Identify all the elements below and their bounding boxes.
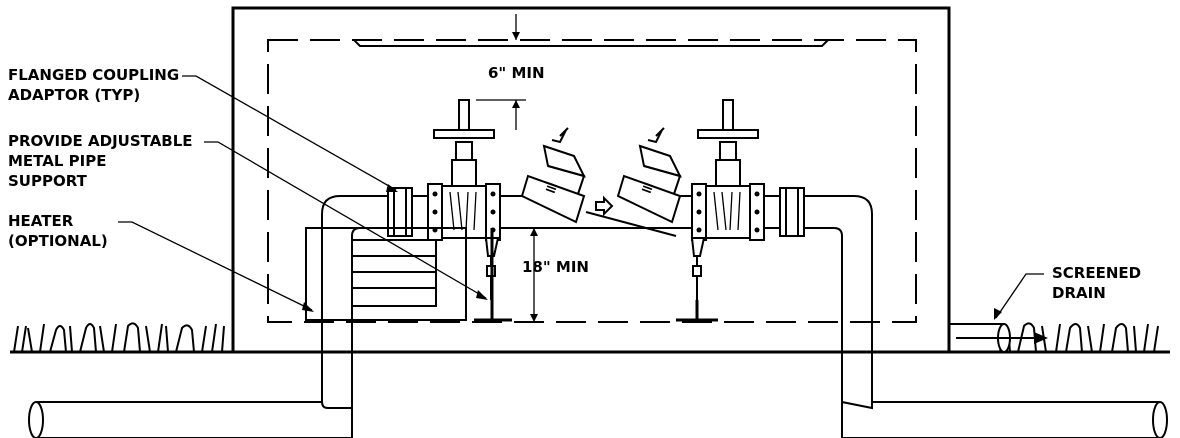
left-riser-below-grade	[321, 345, 353, 409]
label-drain-line2: DRAIN	[1052, 284, 1106, 302]
left-elbow-outer	[321, 195, 520, 352]
dimension-top	[476, 14, 526, 130]
leader-support	[204, 141, 487, 299]
svg-text:≡: ≡	[639, 177, 657, 198]
label-drain-line1: SCREENED	[1052, 264, 1141, 282]
label-heater-line1: HEATER	[8, 212, 74, 230]
pipe-support-right	[676, 300, 718, 322]
check-valve-left: ≡	[520, 127, 586, 224]
enclosure-lid-recess	[353, 39, 829, 47]
right-supply-pipe	[841, 401, 1160, 438]
label-support-line2: METAL PIPE	[8, 152, 106, 170]
dimension-bottom	[506, 227, 546, 322]
label-support-line1: PROVIDE ADJUSTABLE	[8, 132, 193, 150]
left-pipe-break	[28, 401, 44, 438]
gate-valve-left	[433, 99, 495, 239]
svg-text:≡: ≡	[543, 177, 561, 198]
heater	[305, 227, 467, 321]
leader-heater	[118, 221, 313, 311]
label-coupling-line2: ADAPTOR (TYP)	[8, 86, 140, 104]
right-elbow-outer	[690, 195, 873, 352]
drain-arrow	[1034, 332, 1048, 344]
buried-pipes	[28, 345, 1168, 438]
leaders	[118, 75, 1044, 320]
label-support-line3: SUPPORT	[8, 172, 88, 190]
enclosure-inner-outline	[267, 39, 917, 323]
screened-drain	[949, 323, 1048, 353]
leader-coupling	[182, 75, 397, 191]
left-supply-pipe	[36, 401, 352, 438]
pipe-support-left	[474, 228, 512, 322]
label-coupling-line1: FLANGED COUPLING	[8, 66, 179, 84]
callouts: FLANGED COUPLING ADAPTOR (TYP) PROVIDE A…	[8, 64, 1141, 302]
check-valve-right: ≡	[616, 127, 682, 224]
label-top-clearance: 6" MIN	[488, 64, 545, 82]
label-heater-line2: (OPTIONAL)	[8, 232, 108, 250]
right-pipe-break	[1152, 401, 1168, 438]
grass-left	[13, 322, 225, 353]
right-elbow-inner	[690, 227, 843, 352]
handwheel-left	[433, 129, 495, 139]
stem-left	[458, 99, 470, 131]
stem-right	[722, 99, 734, 131]
flow-direction-arrow	[595, 195, 614, 217]
right-riser-below-grade	[841, 345, 873, 410]
handwheel-right	[697, 129, 759, 139]
label-bottom-clearance: 18" MIN	[522, 258, 589, 276]
flanges	[427, 183, 765, 241]
gate-valve-right	[697, 99, 759, 239]
heater-housing	[305, 227, 467, 321]
flanged-coupling-right	[779, 187, 805, 237]
leader-drain	[995, 273, 1044, 319]
